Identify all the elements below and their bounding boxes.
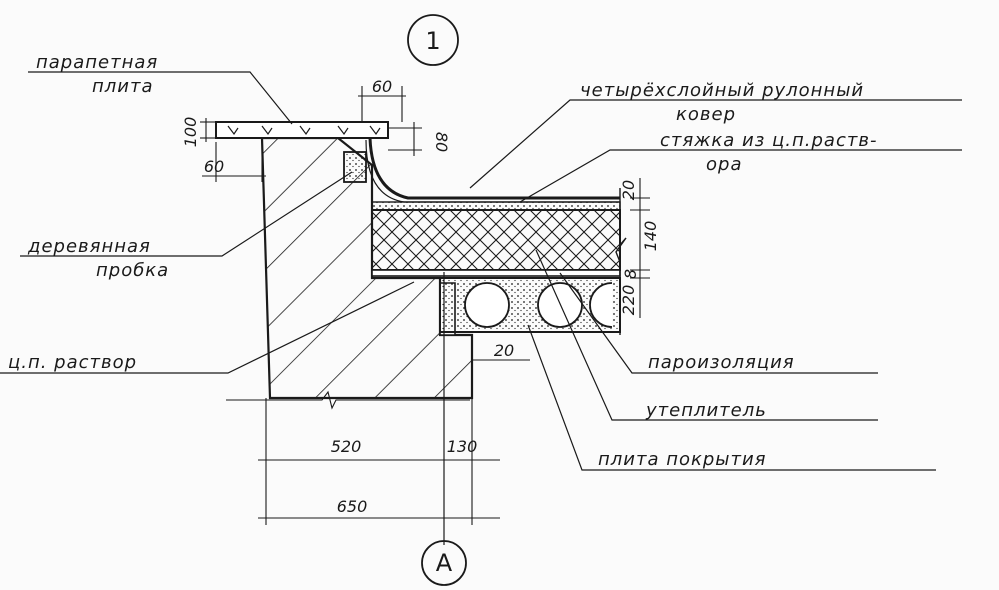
leader-wood [20,171,353,257]
leader-slab [527,324,936,471]
dim-520: 520 [331,437,362,456]
axis-marker-1-label: 1 [425,27,440,55]
label-screed-line1: стяжка из ц.п.раств- [660,130,877,151]
dim-140: 140 [641,221,660,252]
wooden-plug [343,151,367,183]
label-wood-line1: деревянная [27,236,151,257]
dim-20-top: 20 [619,180,638,200]
label-wood-line2: пробка [96,260,169,281]
label-roof-slab: плита покрытия [598,449,767,470]
label-carpet-line2: ковер [676,104,736,125]
label-parapet-line2: плита [92,76,154,97]
axis-marker-a: A [421,540,467,586]
dim-60-left: 60 [204,157,224,176]
parapet-slab [215,121,389,139]
leader-insulation [535,249,878,421]
dim-8: 8 [621,269,640,279]
leader-screed [519,149,962,203]
axis-marker-a-label: A [436,549,453,577]
hollow-core-slab [439,277,621,333]
leader-vapor [559,272,878,374]
dim-80-right: 80 [432,132,451,152]
label-screed-line2: ора [706,154,742,175]
dim-130: 130 [447,437,478,456]
dim-20-bottom: 20 [494,341,514,360]
label-vapor-barrier: пароизоляция [648,352,795,373]
dim-60-top: 60 [372,77,392,96]
label-parapet-line1: парапетная [36,52,158,73]
insulation-layer [371,209,621,271]
dim-220: 220 [619,285,638,316]
vapor-barrier [371,269,621,277]
axis-marker-1: 1 [407,14,459,66]
leader-mortar [0,281,415,374]
leader-parapet [28,71,293,125]
label-insulation: утеплитель [645,400,767,421]
label-mortar: ц.п. раствор [8,352,137,373]
leader-carpet [469,99,962,189]
label-carpet-line1: четырёхслойный рулонный [580,80,864,101]
roll-carpet [368,137,620,200]
dim-100: 100 [181,117,200,148]
dim-650: 650 [337,497,368,516]
screed-layer [371,201,621,211]
